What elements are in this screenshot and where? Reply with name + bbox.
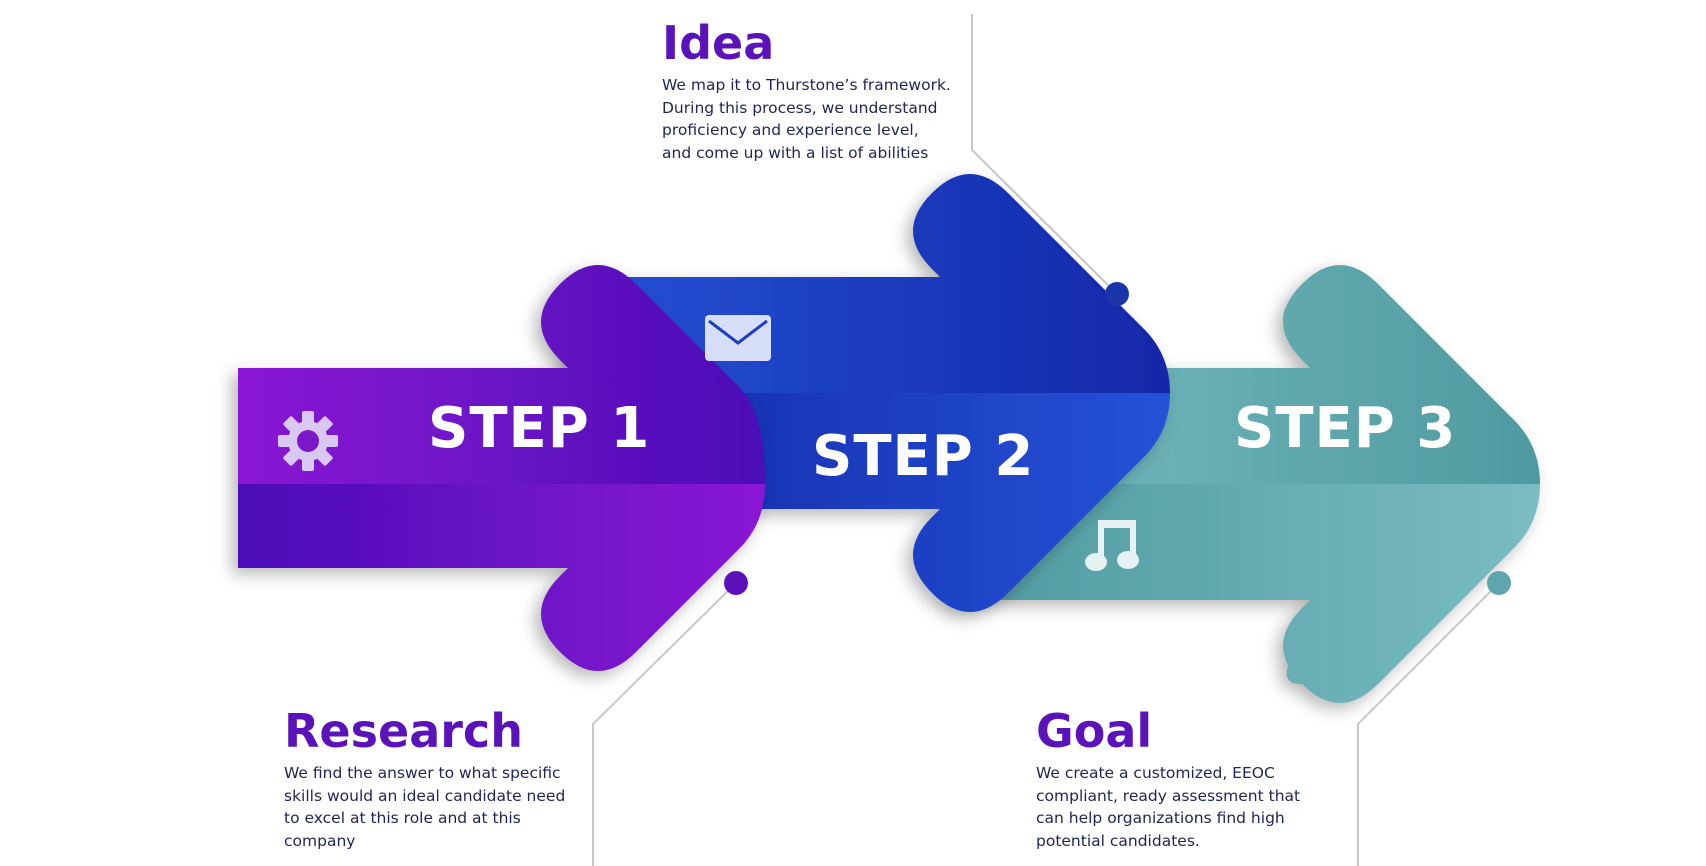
connector-dot-step2 (1105, 282, 1129, 306)
connector-line-step3 (1357, 582, 1500, 866)
connector-dot-step3 (1487, 571, 1511, 595)
step2-heading: Idea (662, 16, 775, 70)
connector-line-step1 (592, 582, 737, 866)
step1-label: STEP 1 (428, 396, 650, 461)
connector-line-step2 (971, 14, 1118, 295)
step2-text-block: Idea We map it to Thurstone’s framework.… (662, 20, 952, 164)
step2-label: STEP 2 (812, 424, 1034, 489)
gear-icon (278, 411, 338, 471)
step1-arrow-top-half (238, 265, 765, 484)
step1-heading: Research (284, 704, 523, 758)
envelope-icon (705, 315, 771, 361)
step2-description: We map it to Thurstone’s framework. Duri… (662, 76, 951, 162)
step3-description: We create a customized, EEOC compliant, … (1036, 764, 1301, 850)
music-note-icon (1085, 520, 1139, 571)
step3-heading: Goal (1036, 704, 1153, 758)
step1-text-block: Research We find the answer to what spec… (284, 708, 574, 852)
step1-description: We find the answer to what specific skil… (284, 764, 566, 850)
step3-text-block: Goal We create a customized, EEOC compli… (1036, 708, 1316, 852)
step1-arrow-bottom-half (238, 484, 765, 671)
step3-label: STEP 3 (1234, 396, 1456, 461)
connector-dot-step1 (724, 571, 748, 595)
step1-arrow (238, 265, 765, 671)
